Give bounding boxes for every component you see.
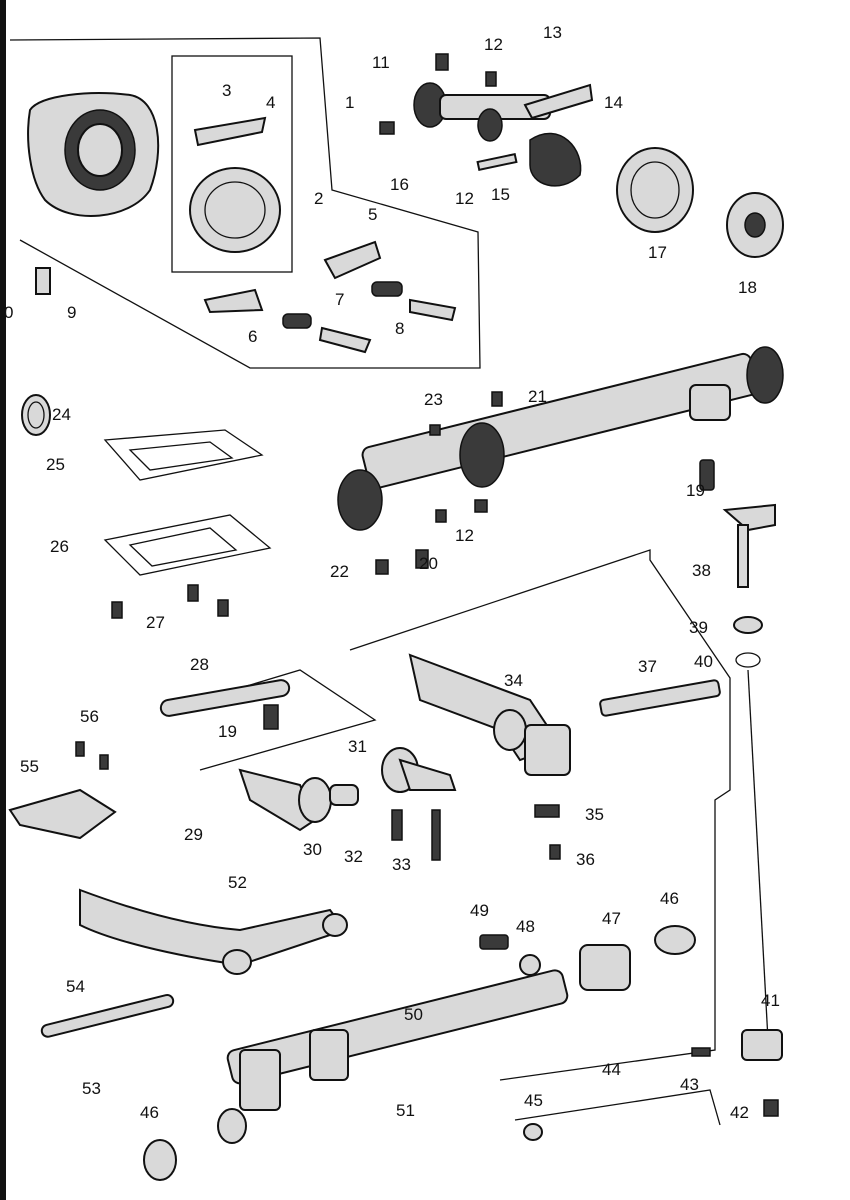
part-number-label: 18 <box>738 278 757 297</box>
needle-plate <box>189 116 281 253</box>
screw-27a <box>111 601 123 619</box>
screw-27c <box>217 599 229 617</box>
group-outline-plate <box>171 55 293 273</box>
cover-plate <box>103 514 272 576</box>
hook-housing <box>27 92 160 217</box>
part-number-label: 9 <box>67 303 76 322</box>
feed-rock-shaft-parts <box>159 653 721 861</box>
thread-cutter-plate <box>8 741 117 840</box>
part-number-label: 36 <box>576 850 595 869</box>
part-number-label: 0 <box>4 303 13 322</box>
part-number-label: 12 <box>455 189 474 208</box>
part-number-label: 46 <box>660 889 679 908</box>
feed-drive-shaft <box>217 969 569 1144</box>
part-number-label: 46 <box>140 1103 159 1122</box>
part-number-label: 39 <box>689 618 708 637</box>
shaft-54 <box>40 994 175 1038</box>
part-number-label: 21 <box>528 387 547 406</box>
part-number-label: 12 <box>455 526 474 545</box>
part-number-label: 53 <box>82 1079 101 1098</box>
part-number-label: 24 <box>52 405 71 424</box>
part-number-label: 8 <box>395 319 404 338</box>
part-number-label: 30 <box>303 840 322 859</box>
part-number-label: 33 <box>392 855 411 874</box>
main-shaft-assembly <box>337 346 784 575</box>
group-outline-hook-assembly <box>9 37 481 369</box>
part-number-label: 26 <box>50 537 69 556</box>
part-number-label: 3 <box>222 81 231 100</box>
part-number-label: 12 <box>484 35 503 54</box>
part-number-label: 19 <box>218 722 237 741</box>
part-number-label: 29 <box>184 825 203 844</box>
part-number-label: 20 <box>419 554 438 573</box>
part-number-label: 40 <box>694 652 713 671</box>
part-number-label: 56 <box>80 707 99 726</box>
part-number-label: 11 <box>372 53 390 72</box>
part-number-label: 54 <box>66 977 85 996</box>
part-number-label: 34 <box>504 671 523 690</box>
part-number-label: 7 <box>335 290 344 309</box>
part-number-label: 2 <box>314 189 323 208</box>
part-number-label: 16 <box>390 175 409 194</box>
part-number-label: 19 <box>686 481 705 500</box>
part-number-label: 25 <box>46 455 65 474</box>
hook-drive-gear-assembly <box>379 53 594 187</box>
part-number-label: 49 <box>470 901 489 920</box>
part-number-label: 45 <box>524 1091 543 1110</box>
feed-connection-parts <box>143 925 783 1181</box>
part-number-label: 48 <box>516 917 535 936</box>
bobbin-case <box>726 192 784 258</box>
part-labels: 1234567890111212121314151617181919202122… <box>4 23 780 1122</box>
part-number-label: 23 <box>424 390 443 409</box>
part-number-label: 15 <box>491 185 510 204</box>
cover-plate-gasket <box>103 429 264 481</box>
part-number-label: 4 <box>266 93 275 112</box>
part-number-label: 47 <box>602 909 621 928</box>
bobbin-case-hook <box>616 147 694 233</box>
part-number-label: 52 <box>228 873 247 892</box>
part-number-label: 27 <box>146 613 165 632</box>
seal-ring <box>21 394 51 436</box>
part-number-label: 55 <box>20 757 39 776</box>
part-number-label: 38 <box>692 561 711 580</box>
part-number-label: 51 <box>396 1101 415 1120</box>
part-number-label: 13 <box>543 23 562 42</box>
part-number-label: 31 <box>348 737 367 756</box>
small-parts-top <box>35 240 457 354</box>
part-number-label: 37 <box>638 657 657 676</box>
part-number-label: 17 <box>648 243 667 262</box>
feed-bar-arm <box>79 888 348 975</box>
part-number-label: 22 <box>330 562 349 581</box>
part-number-label: 5 <box>368 205 377 224</box>
part-number-label: 14 <box>604 93 623 112</box>
part-number-label: 41 <box>761 991 780 1010</box>
part-number-label: 6 <box>248 327 257 346</box>
part-number-label: 1 <box>345 93 354 112</box>
part-number-label: 32 <box>344 847 363 866</box>
screw-27b <box>187 584 199 602</box>
part-number-label: 50 <box>404 1005 423 1024</box>
part-number-label: 35 <box>585 805 604 824</box>
stitch-lever <box>722 503 776 1041</box>
part-number-label: 44 <box>602 1060 621 1079</box>
group-outline-feed-assembly <box>349 549 731 1081</box>
part-number-label: 28 <box>190 655 209 674</box>
part-number-label: 42 <box>730 1103 749 1122</box>
scan-edge <box>0 0 6 1200</box>
part-number-label: 43 <box>680 1075 699 1094</box>
